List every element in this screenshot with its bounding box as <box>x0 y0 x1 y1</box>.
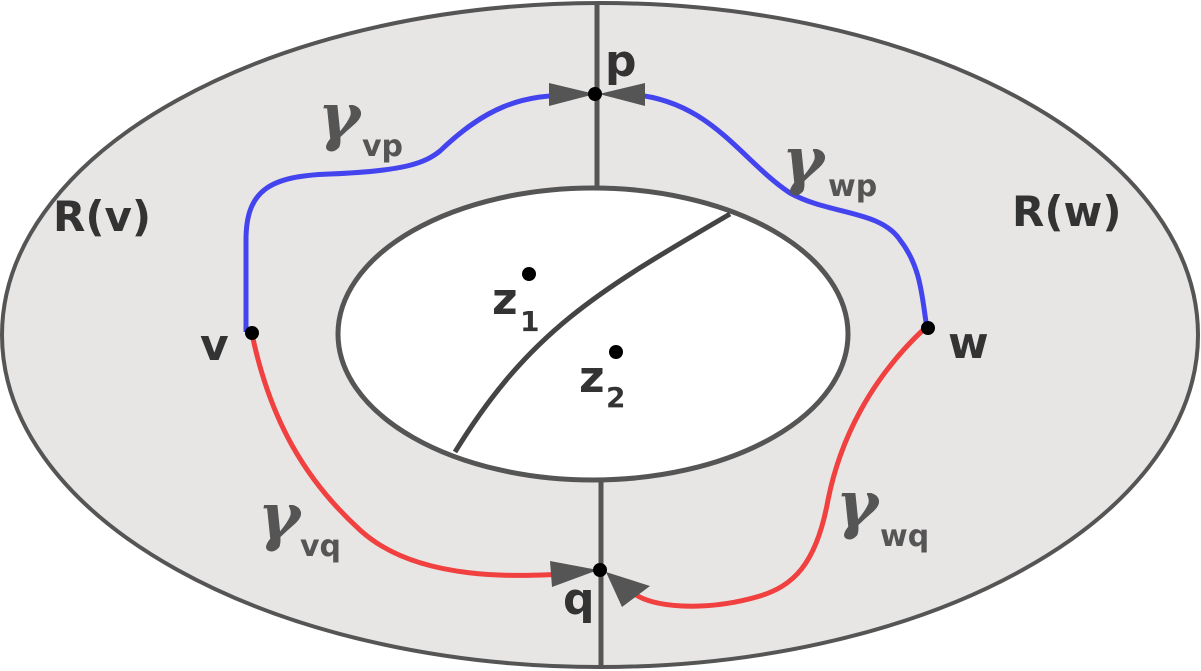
region-left-label: R(v) <box>53 192 151 241</box>
gamma-wp-subscript: wp <box>828 169 877 204</box>
gamma-vq-path <box>249 333 583 578</box>
branch-cut <box>452 211 732 454</box>
inner-hole <box>335 185 851 483</box>
gamma-vq-symbol: γ <box>258 479 303 554</box>
region-right-label: R(w) <box>1012 187 1122 236</box>
gamma-wq-subscript: wq <box>880 519 929 554</box>
z1-subscript: 1 <box>520 305 539 338</box>
point-p <box>588 87 602 101</box>
arrow-wp-icon <box>599 83 645 106</box>
label-q: q <box>563 574 595 625</box>
gamma-vp-subscript: vp <box>362 129 403 164</box>
label-gamma-vp: γ vp <box>318 79 403 164</box>
point-v <box>245 326 259 340</box>
label-p: p <box>605 36 637 87</box>
label-v: v <box>200 320 229 371</box>
label-w: w <box>948 318 989 369</box>
label-gamma-vq: γ vq <box>258 479 341 564</box>
gamma-wq-symbol: γ <box>836 467 881 542</box>
point-z2 <box>609 345 623 359</box>
gamma-wq-path <box>630 328 925 609</box>
gamma-wp-path <box>625 91 930 329</box>
label-gamma-wq: γ wq <box>836 467 929 554</box>
gamma-wp-symbol: γ <box>782 123 827 198</box>
gamma-vq-subscript: vq <box>300 529 341 564</box>
point-q <box>593 563 607 577</box>
label-z1: z 1 <box>492 274 539 338</box>
arrow-vp-icon <box>549 83 595 106</box>
point-z1 <box>522 267 536 281</box>
z2-subscript: 2 <box>606 381 625 414</box>
z2-base: z <box>579 352 605 403</box>
arrow-wq-icon <box>606 572 650 607</box>
arrow-vq-icon <box>550 561 598 587</box>
label-z2: z 2 <box>579 352 625 414</box>
point-w <box>921 321 935 335</box>
label-gamma-wp: γ wp <box>782 123 877 204</box>
z1-base: z <box>492 274 518 325</box>
gamma-vp-path <box>243 92 579 332</box>
gamma-vp-symbol: γ <box>318 79 363 154</box>
